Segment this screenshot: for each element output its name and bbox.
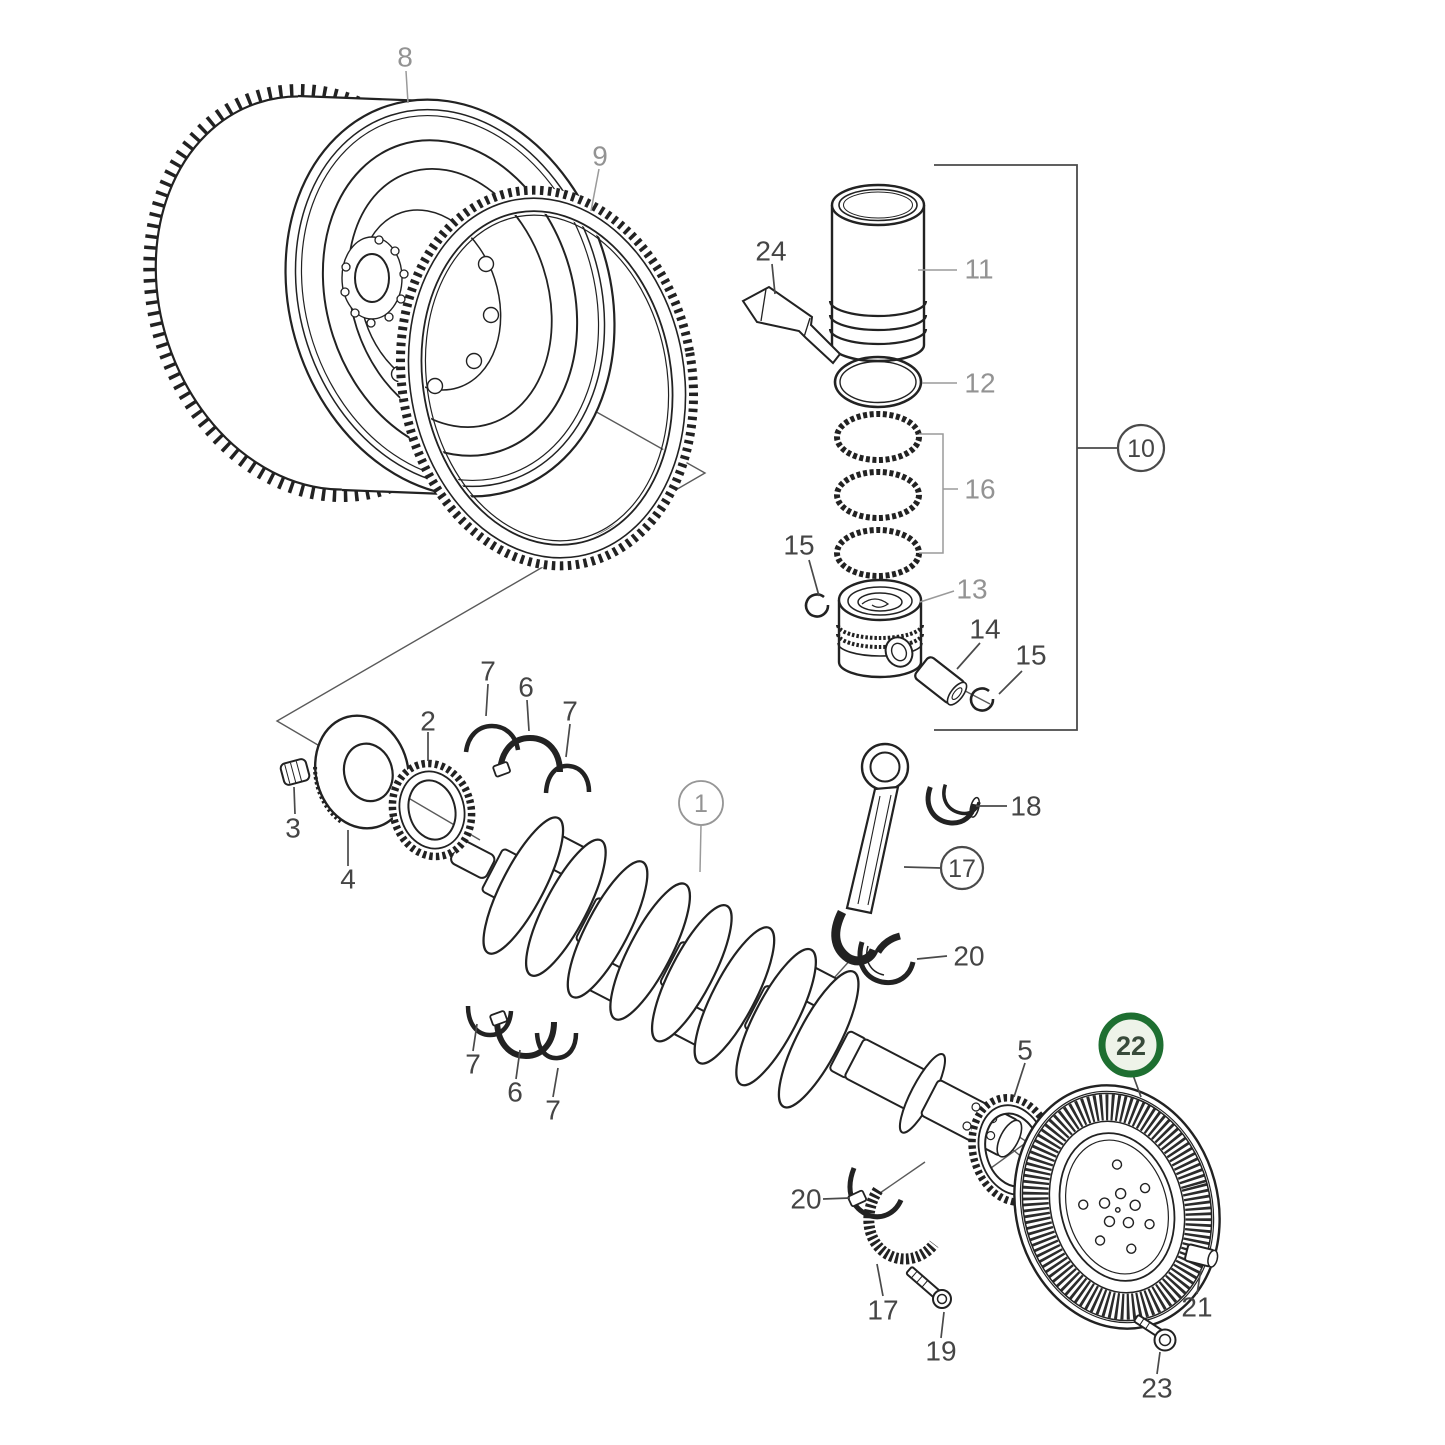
damper-bolt-part [1133,1314,1177,1352]
label-plug-pin: 3 [285,813,301,844]
callout-crankshaft: 1 [678,780,724,826]
liner-oring [833,355,923,409]
label-main-bearing-lower-c: 7 [545,1095,561,1126]
label-piston-ring-set: 16 [964,474,995,505]
damper-hatched-rim [1022,1094,1212,1320]
label-damper-bolt: 23 [1141,1373,1172,1404]
svg-text:17: 17 [948,855,976,883]
label-rod-bearing-lower: 20 [790,1184,821,1215]
connecting-rod [831,742,910,966]
label-wrist-pin: 14 [969,614,1000,645]
piston [836,578,924,679]
label-rod-bolt: 19 [925,1336,956,1367]
label-thrust-washer: 4 [340,864,356,895]
ring-gear [395,185,699,571]
callout-vibration-damper-highlighted[interactable]: 22 [1098,1012,1164,1078]
rod-bearing-lower-part [847,1167,904,1220]
circlip-left-part [804,593,830,618]
label-rod-bearing-upper: 20 [953,941,984,972]
label-cylinder-liner: 11 [964,254,993,285]
label-rod-cap: 17 [867,1295,898,1326]
svg-text:1: 1 [694,790,708,818]
ring-gear-teeth [395,185,699,571]
highlighted-part-number[interactable]: 22 [1116,1031,1146,1061]
flywheel-bolt-holes [340,235,409,328]
label-main-bearing-upper-c: 7 [562,696,578,727]
crankshaft-rear-stub [844,1038,1023,1158]
label-liner-oring: 12 [964,368,995,399]
svg-text:10: 10 [1127,435,1155,463]
damper-face-holes [1078,1159,1155,1254]
label-small-end-bushing: 18 [1010,791,1041,822]
label-main-bearing-lower-a: 7 [465,1049,481,1080]
damper-hub-holes [1098,1187,1141,1229]
label-guide-pin: 21 [1181,1292,1212,1323]
label-timing-gear-front: 2 [420,706,436,737]
label-flywheel: 8 [397,42,413,73]
plug-pin-part [279,758,311,786]
callout-piston-liner-kit: 10 [1116,423,1166,473]
rod-bearing-upper-part [857,941,916,986]
callout-connecting-rod: 17 [939,845,985,891]
label-ring-gear: 9 [592,141,608,172]
kit-bracket-10 [934,164,1118,731]
label-crank-gear-rear: 5 [1017,1035,1033,1066]
sealant-tube [741,285,842,365]
flywheel-face-rings [294,108,606,488]
wrist-pin [914,656,968,706]
small-end-bushing-part [925,784,981,826]
thrust-washer-part [313,714,411,830]
guide-pin-part [1184,1243,1219,1268]
crankshaft [450,816,1023,1158]
label-main-bearing-upper-b: 6 [518,672,534,703]
main-bearings-lower [465,1005,579,1061]
label-main-bearing-lower-b: 6 [507,1077,523,1108]
crankshaft-webs [482,816,860,1109]
label-circlip-left: 15 [783,530,814,561]
timing-gear-front-part [388,759,476,861]
circlip-right-part [969,687,995,712]
label-main-bearing-upper-a: 7 [480,656,496,687]
highlight-ring[interactable] [1098,1012,1164,1078]
part-labels: 8 9 24 11 12 16 15 13 14 15 7 6 7 2 18 3… [285,42,1212,1404]
label-sealant-tube: 24 [755,236,786,267]
leader-lines [293,70,1202,1375]
label-circlip-right: 15 [1015,640,1046,671]
rod-bolt-part [905,1266,952,1309]
ring-set-bracket-16 [919,433,958,554]
label-piston: 13 [956,574,987,605]
main-bearings-upper [463,723,592,794]
vibration-damper-part [1013,1084,1221,1330]
cylinder-liner [828,183,928,363]
